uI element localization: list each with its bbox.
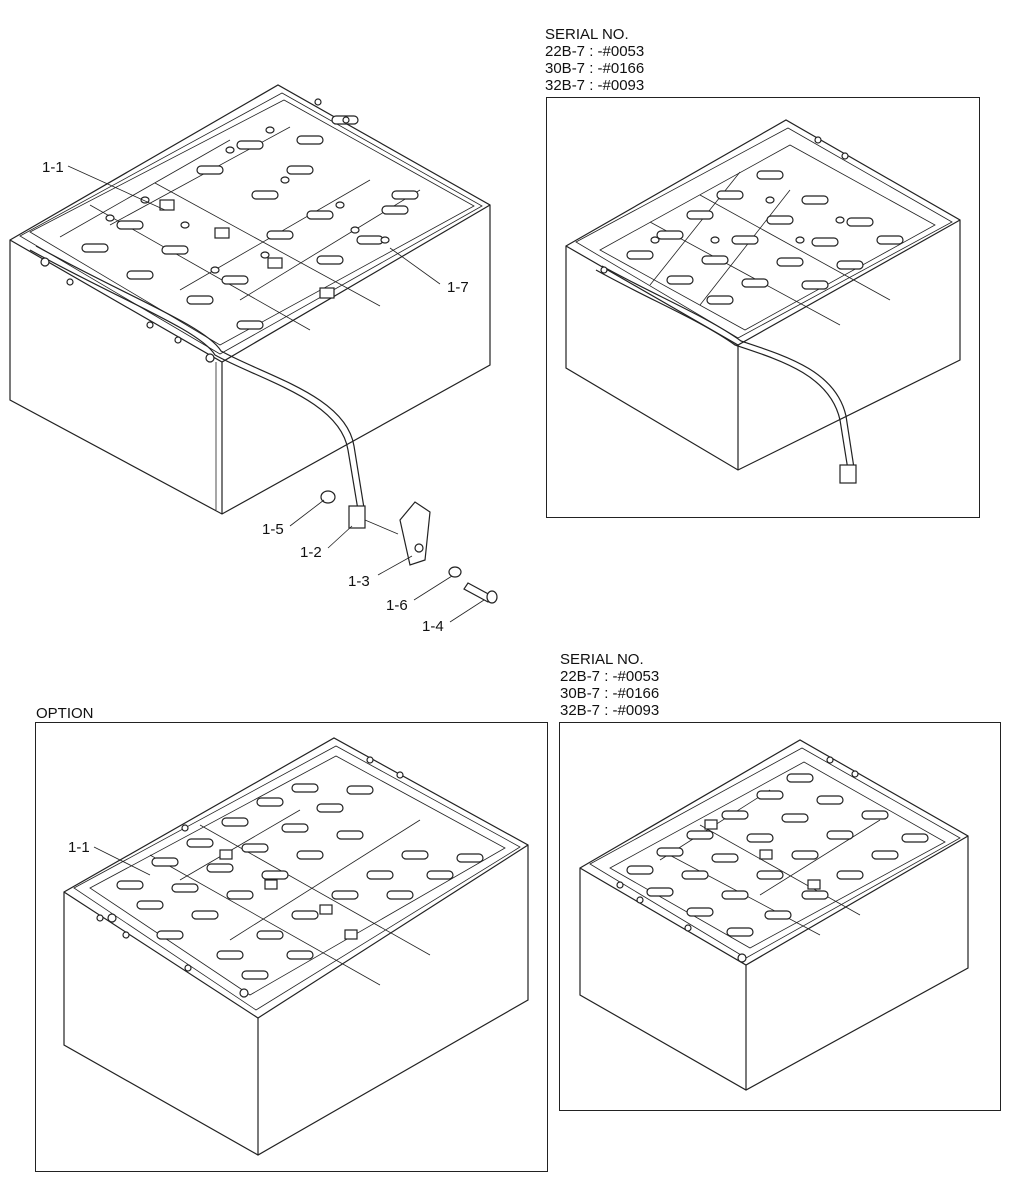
serial-line: 32B-7 : -#0093 [560,702,660,719]
callout-1-4: 1-4 [422,618,444,635]
serial-line: 22B-7 : -#0053 [560,668,660,685]
callout-1-2: 1-2 [300,544,322,561]
serial-block-bottom: SERIAL NO. 22B-7 : -#0053 30B-7 : -#0166… [560,651,659,719]
callout-leader-option [93,846,151,876]
serial-line: 32B-7 : -#0093 [545,77,645,94]
callout-1-6: 1-6 [386,597,408,614]
main-battery-drawing [9,84,491,515]
serial-line: 22B-7 : -#0053 [545,43,645,60]
callout-leaders-main [67,165,485,623]
washer-1-6 [448,566,462,578]
connector-hardware [320,490,498,604]
serial-heading: SERIAL NO. [560,651,644,668]
callout-1-5: 1-5 [262,521,284,538]
serial-heading: SERIAL NO. [545,26,629,43]
serial-line: 30B-7 : -#0166 [560,685,660,702]
variant-battery-top [565,119,961,484]
serial-variant-frame-top [546,97,980,518]
option-label: OPTION [36,705,94,722]
callout-1-7: 1-7 [447,279,469,296]
option-frame [35,722,548,1172]
serial-block-top: SERIAL NO. 22B-7 : -#0053 30B-7 : -#0166… [545,26,644,94]
serial-line: 30B-7 : -#0166 [545,60,645,77]
nut-1-5 [320,490,336,504]
callout-option-1-1: 1-1 [68,839,90,856]
bolt-1-4 [463,582,493,603]
callout-1-1: 1-1 [42,159,64,176]
variant-battery-bottom [579,739,969,1091]
serial-variant-frame-bottom [559,722,1001,1111]
option-battery [63,737,529,1156]
plug-1-2 [348,505,366,529]
callout-1-3: 1-3 [348,573,370,590]
handle-1-3 [399,501,431,566]
